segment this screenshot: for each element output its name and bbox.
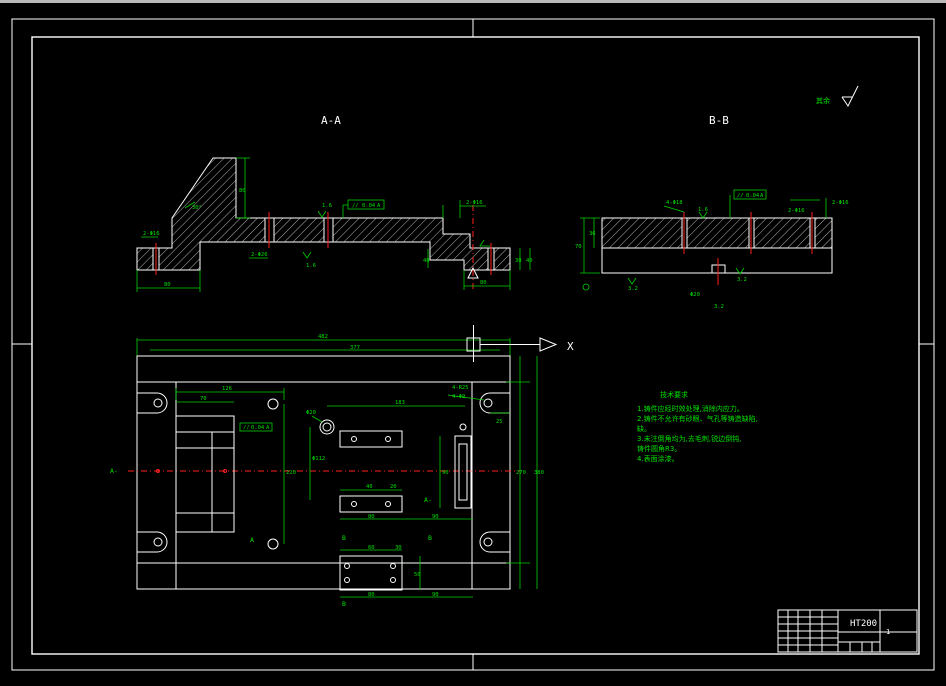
svg-text:183: 183 xyxy=(395,400,405,406)
svg-text:126: 126 xyxy=(222,386,232,392)
svg-text:80: 80 xyxy=(480,280,487,286)
svg-text:25: 25 xyxy=(496,419,503,425)
section-aa-label: A-A xyxy=(321,114,341,127)
plan-view: 482 377 A- 126 70 220 xyxy=(110,325,574,608)
svg-text:A-: A- xyxy=(424,496,432,504)
svg-text:B: B xyxy=(342,534,346,542)
svg-text:2-Φ16: 2-Φ16 xyxy=(788,208,805,214)
svg-text:80: 80 xyxy=(368,514,375,520)
svg-text:40: 40 xyxy=(366,484,373,490)
svg-text:90: 90 xyxy=(442,470,449,476)
svg-text:1.6: 1.6 xyxy=(306,263,316,269)
svg-text:60: 60 xyxy=(368,545,375,551)
cad-drawing-canvas[interactable]: 其余 A-A 80 80 30° 2-Φ16 2-Φ26 xyxy=(0,3,946,686)
svg-text:缺。: 缺。 xyxy=(637,424,651,433)
svg-text:技术要求: 技术要求 xyxy=(660,390,688,399)
axis-x-label: X xyxy=(567,340,574,353)
svg-text:2-Φ16: 2-Φ16 xyxy=(832,200,849,206)
svg-text:80: 80 xyxy=(368,592,375,598)
svg-text:2-Φ16: 2-Φ16 xyxy=(143,231,160,237)
svg-text:30°: 30° xyxy=(192,205,202,211)
svg-text:1.6: 1.6 xyxy=(698,207,708,213)
svg-text:A: A xyxy=(760,193,764,199)
svg-text:4.表面涂漆。: 4.表面涂漆。 xyxy=(637,454,679,463)
svg-text:2-Φ16: 2-Φ16 xyxy=(466,200,483,206)
svg-text://: // xyxy=(737,193,744,199)
svg-text:3.未注倒角均为,去毛刺,锐边倒钝,: 3.未注倒角均为,去毛刺,锐边倒钝, xyxy=(637,434,741,443)
sheet-label: 1 xyxy=(886,628,890,636)
section-bb-label: B-B xyxy=(709,114,729,127)
svg-text:4-Φ18: 4-Φ18 xyxy=(666,200,683,206)
technical-notes: 技术要求 1.铸件应经时效处理,消除内应力。 2.铸件不允许有砂眼、气孔等铸造缺… xyxy=(637,390,758,463)
svg-text:80: 80 xyxy=(239,188,246,194)
svg-text:Φ112: Φ112 xyxy=(312,456,325,462)
svg-text:70: 70 xyxy=(200,396,207,402)
svg-text:Φ20: Φ20 xyxy=(690,292,700,298)
svg-text:380: 380 xyxy=(534,470,544,476)
svg-text:A: A xyxy=(250,536,254,544)
svg-text:0.04: 0.04 xyxy=(251,425,265,431)
svg-text:铸件圆角R3。: 铸件圆角R3。 xyxy=(637,444,681,453)
svg-text:其余: 其余 xyxy=(816,96,830,105)
svg-text:30: 30 xyxy=(515,258,522,264)
svg-text:A-: A- xyxy=(110,467,118,475)
svg-text:270: 270 xyxy=(516,470,526,476)
svg-text:Φ20: Φ20 xyxy=(306,410,316,416)
svg-text:A: A xyxy=(266,425,270,431)
svg-text:90: 90 xyxy=(432,514,439,520)
svg-text://: // xyxy=(243,425,250,431)
svg-text:4-Φ9: 4-Φ9 xyxy=(452,394,465,400)
svg-text:3.2: 3.2 xyxy=(628,286,638,292)
material-label: HT200 xyxy=(850,619,877,629)
svg-text:40: 40 xyxy=(423,258,430,264)
svg-text:30: 30 xyxy=(395,545,402,551)
svg-text:1.铸件应经时效处理,消除内应力。: 1.铸件应经时效处理,消除内应力。 xyxy=(637,404,744,413)
drawing-frame xyxy=(11,18,935,671)
svg-text:0.04: 0.04 xyxy=(746,193,760,199)
roughness-symbol: 其余 xyxy=(816,85,859,107)
svg-text://: // xyxy=(352,203,359,209)
svg-text:4-R25: 4-R25 xyxy=(452,385,469,391)
section-bb-view: B-B 70 36 4-Φ18 // 0.04 A 1.6 2-Φ16 2-Φ1… xyxy=(575,114,849,310)
svg-text:3.2: 3.2 xyxy=(737,277,747,283)
svg-text:2.铸件不允许有砂眼、气孔等铸造缺陷,: 2.铸件不允许有砂眼、气孔等铸造缺陷, xyxy=(637,414,758,423)
svg-text:2-Φ26: 2-Φ26 xyxy=(251,252,268,258)
svg-text:0.04: 0.04 xyxy=(362,203,376,209)
svg-text:B: B xyxy=(342,600,346,608)
svg-text:90: 90 xyxy=(432,592,439,598)
section-aa-view: A-A 80 80 30° 2-Φ16 2-Φ26 80 30 xyxy=(136,114,533,292)
svg-text:B: B xyxy=(428,534,432,542)
svg-text:1.6: 1.6 xyxy=(322,203,332,209)
svg-text:3.2: 3.2 xyxy=(714,304,724,310)
svg-text:A: A xyxy=(377,203,381,209)
title-block: HT200 1 xyxy=(777,609,918,653)
svg-text:220: 220 xyxy=(286,470,296,476)
svg-text:20: 20 xyxy=(390,484,397,490)
window-top-bar xyxy=(0,0,946,3)
svg-text:70: 70 xyxy=(575,244,582,250)
svg-text:377: 377 xyxy=(350,345,360,351)
svg-text:50: 50 xyxy=(414,572,421,578)
svg-text:36: 36 xyxy=(589,231,596,237)
svg-text:40: 40 xyxy=(526,258,533,264)
svg-text:482: 482 xyxy=(318,334,328,340)
svg-text:80: 80 xyxy=(164,282,171,288)
